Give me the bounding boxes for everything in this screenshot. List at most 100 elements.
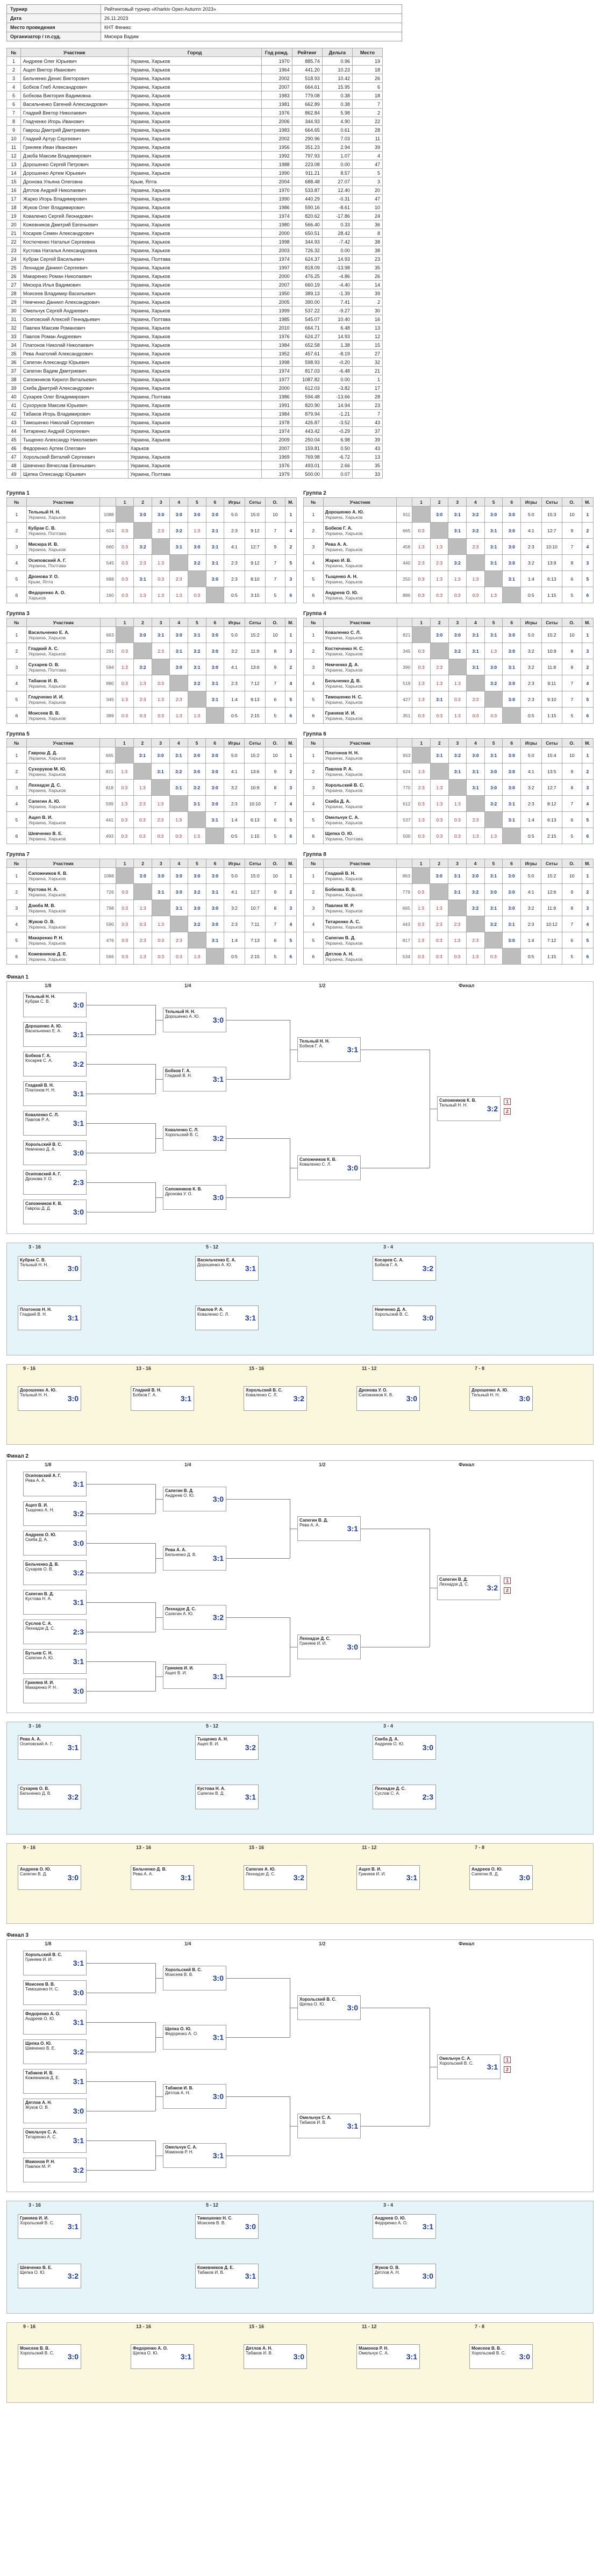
group-place: 3 (581, 554, 594, 571)
bracket-match[interactable]: Сапегин В. Д.Андреев О. Ю.3:0 (163, 1486, 226, 1511)
bracket-match[interactable]: Гриняев И. И.Макаренко Р. Н.3:0 (23, 1679, 87, 1703)
consolation-match[interactable]: Федоренко А. О.Щепка О. Ю.3:1 (131, 2344, 194, 2369)
consolation-match[interactable]: Моисеев В. В.Хорольский В. С.3:0 (18, 2344, 81, 2369)
player-birth-year: 1985 (261, 315, 292, 324)
bracket-match[interactable]: Дорошенко А. Ю.Васильченко Е. А.3:1 (23, 1022, 87, 1047)
consolation-match[interactable]: Бельченко Д. В.Рева А. А.3:1 (131, 1865, 194, 1890)
bracket-match[interactable]: Гладкий В. Н.Платонов Н. Н.3:1 (23, 1081, 87, 1106)
consolation-match[interactable]: Андреев О. Ю.Сапегин В. Д.3:0 (469, 1865, 533, 1890)
consolation-match[interactable]: Жуков О. В.Дятлов А. Н.3:0 (373, 2264, 436, 2288)
group-player: Коваленко С. Л.Украина, Харьков (323, 626, 397, 643)
bracket-match[interactable]: Сапожников К. В.Дронова У. О.3:0 (163, 1184, 226, 1210)
bracket-match[interactable]: Коваленко С. Л.Павлов Р. А.3:1 (23, 1111, 87, 1136)
player-name: Косарев Семен Александрович (20, 229, 128, 238)
bracket-match[interactable]: Хорольский В. С.Гриняев И. И.3:1 (23, 1951, 87, 1975)
consolation-match[interactable]: Гладкий В. Н.Бобков Г. А.3:1 (131, 1386, 194, 1411)
consolation-round-header: 9 - 16 (23, 2324, 36, 2329)
consolation-match[interactable]: Мамонов Р. Н.Омельчук С. А.3:1 (356, 2344, 420, 2369)
bracket-match[interactable]: Сапегин В. Д.Кустова Н. А.3:1 (23, 1590, 87, 1615)
consolation-match[interactable]: Кустова Н. А.Сапегин В. Д.3:1 (195, 1785, 259, 1809)
bracket-match[interactable]: Сапожников К. В.Гаврош Д. Д.3:0 (23, 1200, 87, 1224)
bracket-match[interactable]: Хорольский В. С.Немченко Д. А.3:0 (23, 1140, 87, 1165)
bracket-match[interactable]: Бельченко Д. В.Сухарев О. В.3:2 (23, 1560, 87, 1585)
consolation-match[interactable]: Скиба Д. А.Андреев О. Ю.3:0 (373, 1735, 436, 1760)
bracket-match[interactable]: Ащеп В. И.Тыщенко А. Н.3:2 (23, 1501, 87, 1526)
consolation-match[interactable]: Дорошенко А. Ю.Тельный Н. Н.3:0 (18, 1386, 81, 1411)
consolation-match[interactable]: Дронова У. О.Сапожников К. В.3:0 (356, 1386, 420, 1411)
match-player-b: Дронова У. О. (25, 1176, 53, 1181)
group-self-cell (151, 900, 170, 916)
bracket-match[interactable]: Осиповский А. Г.Дронова У. О.2:3 (23, 1170, 87, 1195)
bracket-match[interactable]: Тельный Н. Н.Дорошенко А. Ю.3:0 (163, 1007, 226, 1032)
consolation-match[interactable]: Тыщенко А. Н.Ащеп В. И.3:2 (195, 1735, 259, 1760)
bracket-match[interactable]: Хорольский В. С.Щепка О. Ю.3:0 (297, 1995, 361, 2020)
bracket-match[interactable]: Табаков И. В.Кожевников Д. Е.3:1 (23, 2069, 87, 2094)
bracket-match[interactable]: Мамонов Р. Н.Павлюк М. Р.3:2 (23, 2158, 87, 2182)
consolation-match[interactable]: Тимошенко Н. С.Моисеев В. В.3:0 (195, 2214, 259, 2239)
group-result-cell: 3:0 (502, 643, 522, 659)
consolation-match[interactable]: Васильченко Е. А.Дорошенко А. Ю.3:1 (195, 1256, 259, 1281)
consolation-match[interactable]: Рева А. А.Осиповский А. Г.3:1 (18, 1735, 81, 1760)
bracket-match[interactable]: Бобков Г. А.Косарев С. А.3:2 (23, 1052, 87, 1076)
consolation-match[interactable]: Шевченко В. Е.Щепка О. Ю.3:2 (18, 2264, 81, 2288)
match-player-a: Сапегин В. Д. (165, 1488, 194, 1493)
bracket-match[interactable]: Омельчук С. А.Титаренко А. С.3:1 (23, 2128, 87, 2153)
consolation-match[interactable]: Ащеп В. И.Гриняев И. И.3:1 (356, 1865, 420, 1890)
match-player-b: Ащеп В. И. (165, 1670, 187, 1675)
bracket-match[interactable]: Тельный Н. Н.Кубрак С. В.3:0 (23, 993, 87, 1017)
bracket-match[interactable]: Осиповский А. Г.Рева А. А.3:1 (23, 1472, 87, 1496)
bracket-match[interactable]: Хорольский В. С.Моисеев В. В.3:0 (163, 1965, 226, 1990)
player-number: 1 (6, 56, 21, 66)
consolation-match[interactable]: Кубрак С. В.Тельный Н. Н.3:0 (18, 1256, 81, 1281)
consolation-match[interactable]: Дятлов А. Н.Табаков И. В.3:0 (244, 2344, 307, 2369)
group-player: Титаренко А. С.Украина, Харьков (323, 916, 397, 932)
bracket-match[interactable]: Бутыев С. Н.Сапегин А. Ю.3:1 (23, 1649, 87, 1674)
consolation-match[interactable]: Немченко Д. А.Хорольский В. С.3:0 (373, 1305, 436, 1330)
group-player-name: Шевченко В. Е. (28, 830, 63, 836)
bracket-match[interactable]: Федоренко А. О.Андреев О. Ю.3:1 (23, 2010, 87, 2035)
consolation-match[interactable]: Андреев О. Ю.Сапегин В. Д.3:0 (18, 1865, 81, 1890)
bracket-match[interactable]: Лехнадзе Д. С.Гриняев И. И.3:0 (297, 1634, 361, 1659)
consolation-match[interactable]: Гриняев И. И.Хорольский В. С.3:1 (18, 2214, 81, 2239)
bracket-match[interactable]: Сапожников К. В.Коваленко С. Л.3:0 (297, 1155, 361, 1180)
bracket-match[interactable]: Омельчук С. А.Мамонов Р. Н.3:1 (163, 2143, 226, 2168)
bracket-match[interactable]: Сапегин В. Д.Лехнадзе Д. С.3:2 (437, 1575, 501, 1600)
bracket-match[interactable]: Бобков Г. А.Гладкий В. Н.3:1 (163, 1066, 226, 1091)
group-result-cell: 3:1 (151, 883, 170, 900)
bracket-match[interactable]: Щепка О. Ю.Федоренко А. О.3:1 (163, 2024, 226, 2050)
consolation-match[interactable]: Косарев С. А.Бобков Г. А.3:2 (373, 1256, 436, 1281)
group-place: 6 (284, 948, 297, 965)
bracket-match[interactable]: Тельный Н. Н.Бобков Г. А.3:1 (297, 1037, 361, 1062)
group-player-name: Мисюра И. В. (28, 541, 59, 547)
bracket-match[interactable]: Гриняев И. И.Ащеп В. И.3:1 (163, 1664, 226, 1689)
bracket-match[interactable]: Андреев О. Ю.Скиба Д. А.3:0 (23, 1531, 87, 1555)
bracket-match[interactable]: Щепка О. Ю.Шевченко В. Е.3:2 (23, 2039, 87, 2064)
bracket-match[interactable]: Рева А. А.Бельченко Д. В.3:1 (163, 1545, 226, 1571)
bracket-match[interactable]: Омельчук С. А.Хорольский В. С.3:1 (437, 2054, 501, 2079)
group-player-rating: 440 (396, 554, 413, 571)
bracket-match[interactable]: Суслов С. А.Лехнадзе Д. С.2:3 (23, 1619, 87, 1644)
consolation-match[interactable]: Кожевников Д. Е.Табаков И. В.3:1 (195, 2264, 259, 2288)
consolation-match[interactable]: Дорошенко А. Ю.Тельный Н. Н.3:0 (469, 1386, 533, 1411)
bracket-match[interactable]: Лехнадзе Д. С.Сапегин А. Ю.3:2 (163, 1604, 226, 1630)
bracket-match[interactable]: Сапожников К. В.Тельный Н. Н.3:2 (437, 1096, 501, 1121)
group-points: 8 (562, 779, 582, 796)
group-player-rating: 345 (99, 691, 116, 708)
bracket-match[interactable]: Табаков И. В.Дятлов А. Н.3:0 (163, 2083, 226, 2109)
consolation-match[interactable]: Сапегин А. Ю.Лехнадзе Д. С.3:2 (244, 1865, 307, 1890)
bracket-match[interactable]: Коваленко С. Л.Хорольский В. С.3:2 (163, 1125, 226, 1151)
consolation-match[interactable]: Андреев О. Ю.Федоренко А. О.3:1 (373, 2214, 436, 2239)
consolation-match[interactable]: Лехнадзе Д. С.Суслов С. А.2:3 (373, 1785, 436, 1809)
consolation-match[interactable]: Сухарев О. В.Бельченко Д. В.3:2 (18, 1785, 81, 1809)
consolation-match[interactable]: Платонов Н. Н.Гладкий В. Н.3:1 (18, 1305, 81, 1330)
bracket-match[interactable]: Омельчук С. А.Табаков И. В.3:1 (297, 2113, 361, 2138)
player-name: Хорольский Виталий Сергеевич (20, 452, 128, 461)
consolation-match[interactable]: Моисеев В. В.Хорольский В. С.3:0 (469, 2344, 533, 2369)
consolation-match[interactable]: Павлов Р. А.Коваленко С. Л.3:1 (195, 1305, 259, 1330)
consolation-match[interactable]: Хорольский В. С.Коваленко С. Л.3:2 (244, 1386, 307, 1411)
bracket-match[interactable]: Дятлов А. Н.Жуков О. В.3:0 (23, 2099, 87, 2123)
bracket-match[interactable]: Сапегин В. Д.Рева А. А.3:1 (297, 1516, 361, 1541)
match-score: 3:0 (293, 2352, 304, 2361)
match-score: 3:1 (422, 2222, 433, 2231)
bracket-match[interactable]: Моисеев В. В.Тимошенко Н. С.3:0 (23, 1980, 87, 2005)
